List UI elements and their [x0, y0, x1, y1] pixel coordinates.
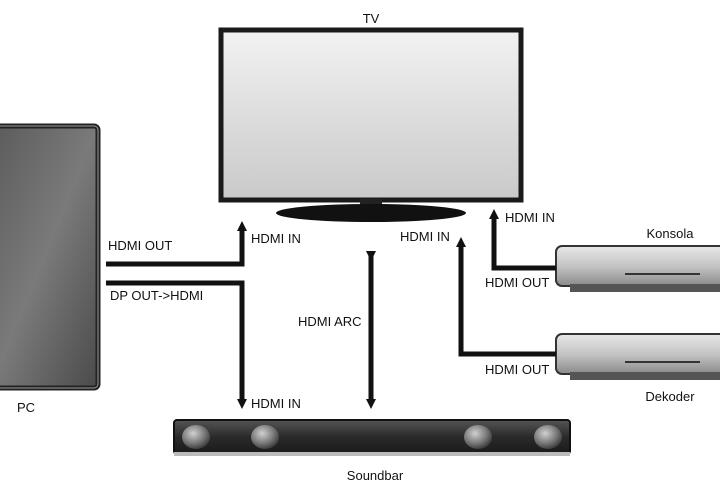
speaker-icon: [182, 425, 210, 449]
dekoder-hdmi-out-label: HDMI OUT: [485, 362, 549, 377]
tv-hdmi-in-mid-label: HDMI IN: [400, 229, 450, 244]
cables: [106, 209, 556, 409]
soundbar-hdmi-in-label: HDMI IN: [251, 396, 301, 411]
tv: [218, 27, 524, 222]
pc-dp-out-label: DP OUT->HDMI: [110, 288, 203, 303]
tv-stand-base: [276, 204, 466, 222]
tv-hdmi-in-left-label: HDMI IN: [251, 231, 301, 246]
pc-hdmi-out-label: HDMI OUT: [108, 238, 172, 253]
dekoder-label: Dekoder: [645, 389, 695, 404]
pc-tower: [0, 123, 101, 391]
soundbar-label: Soundbar: [347, 468, 404, 483]
dekoder-device: [555, 333, 720, 380]
tv-screen: [218, 27, 524, 203]
tv-hdmi-in-right-label: HDMI IN: [505, 210, 555, 225]
pc-label: PC: [17, 400, 35, 415]
konsola-label: Konsola: [647, 226, 695, 241]
speaker-icon: [464, 425, 492, 449]
dekoder-cable: [456, 237, 556, 357]
speaker-icon: [534, 425, 562, 449]
pc-dp-cable: [106, 280, 247, 409]
speaker-icon: [251, 425, 279, 449]
hdmi-arc-label: HDMI ARC: [298, 314, 362, 329]
konsola-hdmi-out-label: HDMI OUT: [485, 275, 549, 290]
pc-hdmi-cable: [106, 221, 247, 267]
soundbar-device: [173, 419, 571, 456]
tv-label: TV: [363, 11, 380, 26]
konsola-device: [555, 245, 720, 292]
konsola-cable: [489, 209, 556, 271]
